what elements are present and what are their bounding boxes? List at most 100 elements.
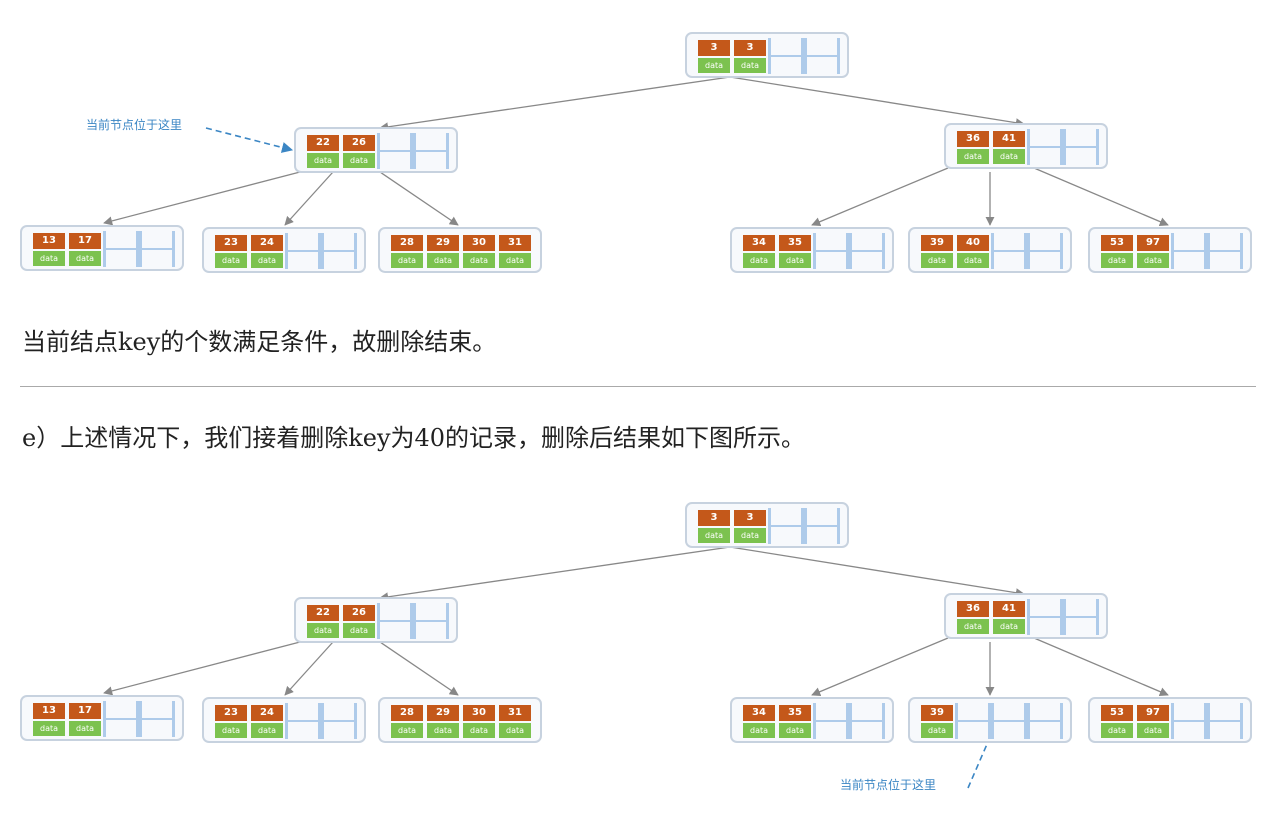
empty-slot <box>804 508 840 544</box>
empty-slot <box>991 233 1027 269</box>
key-cell: 3 data <box>696 508 732 544</box>
divider <box>20 386 1256 387</box>
key-value: 3 <box>698 40 730 56</box>
empty-slot <box>139 231 175 267</box>
key-cell: 23 data <box>213 233 249 269</box>
data-label: data <box>251 253 283 268</box>
data-label: data <box>343 623 375 638</box>
key-cell: 28 data <box>389 703 425 739</box>
data-label: data <box>215 723 247 738</box>
key-value: 39 <box>921 235 953 251</box>
key-value: 24 <box>251 235 283 251</box>
empty-slot <box>139 701 175 737</box>
empty-slot <box>955 703 991 739</box>
key-cell: 29 data <box>425 233 461 269</box>
leaf-node: 23 data 24 data <box>202 697 366 743</box>
data-label: data <box>957 149 989 164</box>
key-value: 13 <box>33 233 65 249</box>
key-value: 26 <box>343 135 375 151</box>
data-label: data <box>215 253 247 268</box>
tree-edge <box>811 637 949 697</box>
empty-slot <box>991 703 1027 739</box>
empty-slot <box>1027 599 1063 635</box>
data-label: data <box>743 723 775 738</box>
data-label: data <box>921 253 953 268</box>
empty-slot <box>768 38 804 74</box>
tree-edge <box>284 641 334 696</box>
key-cell: 39 data <box>919 233 955 269</box>
key-value: 53 <box>1101 235 1133 251</box>
key-cell: 17 data <box>67 231 103 267</box>
data-label: data <box>307 623 339 638</box>
data-label: data <box>921 723 953 738</box>
key-value: 28 <box>391 705 423 721</box>
key-value: 23 <box>215 705 247 721</box>
key-value: 13 <box>33 703 65 719</box>
data-label: data <box>743 253 775 268</box>
key-value: 30 <box>463 235 495 251</box>
data-label: data <box>993 619 1025 634</box>
key-value: 31 <box>499 705 531 721</box>
data-label: data <box>427 723 459 738</box>
key-cell: 23 data <box>213 703 249 739</box>
tree-edge <box>284 171 334 226</box>
key-value: 34 <box>743 235 775 251</box>
tree-edge <box>379 76 731 132</box>
key-value: 3 <box>698 510 730 526</box>
key-value: 23 <box>215 235 247 251</box>
data-label: data <box>427 253 459 268</box>
data-label: data <box>391 253 423 268</box>
empty-slot <box>1027 703 1063 739</box>
key-value: 29 <box>427 235 459 251</box>
data-label: data <box>698 528 730 543</box>
key-value: 36 <box>957 601 989 617</box>
tree-edge <box>811 167 949 227</box>
tree-edge <box>379 641 459 696</box>
empty-slot <box>1207 233 1243 269</box>
empty-slot <box>768 508 804 544</box>
current-node-note: 当前节点位于这里 <box>840 778 937 792</box>
key-value: 40 <box>957 235 989 251</box>
empty-slot <box>321 703 357 739</box>
empty-slot <box>1207 703 1243 739</box>
empty-slot <box>813 703 849 739</box>
key-value: 29 <box>427 705 459 721</box>
key-value: 17 <box>69 233 101 249</box>
empty-slot <box>413 133 449 169</box>
data-label: data <box>993 149 1025 164</box>
leaf-node: 23 data 24 data <box>202 227 366 273</box>
leaf-node: 39 data <box>908 697 1072 743</box>
key-value: 35 <box>779 705 811 721</box>
empty-slot <box>1063 129 1099 165</box>
key-value: 24 <box>251 705 283 721</box>
key-value: 22 <box>307 135 339 151</box>
data-label: data <box>391 723 423 738</box>
key-value: 39 <box>921 705 953 721</box>
data-label: data <box>251 723 283 738</box>
data-label: data <box>69 251 101 266</box>
empty-slot <box>285 703 321 739</box>
key-value: 36 <box>957 131 989 147</box>
tree-edge <box>379 171 459 226</box>
